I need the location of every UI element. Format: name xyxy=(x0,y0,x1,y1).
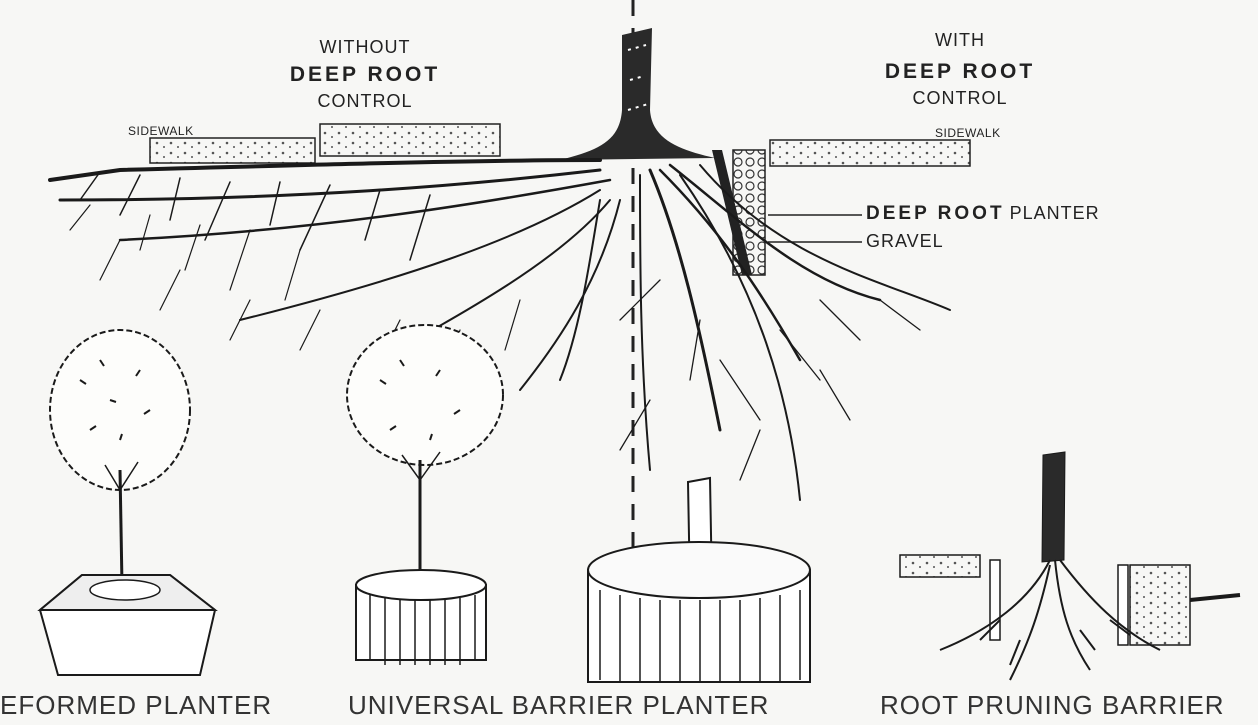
sidewalk-label-right: SIDEWALK xyxy=(935,126,1001,140)
caption-universal-barrier-planter: UNIVERSAL BARRIER PLANTER xyxy=(348,690,769,721)
right-heading-line3: CONTROL xyxy=(890,88,1030,109)
planter-callout-rest: PLANTER xyxy=(1010,203,1100,223)
gravel-callout: GRAVEL xyxy=(866,231,944,252)
preformed-planter-illustration xyxy=(40,330,215,675)
right-heading-line2: DEEP ROOT xyxy=(845,60,1075,84)
left-sidewalk xyxy=(150,124,500,163)
root-pruning-barrier-illustration xyxy=(900,452,1240,680)
planter-callout: DEEP ROOT PLANTER xyxy=(866,203,1100,225)
universal-barrier-planter-illustration xyxy=(347,325,503,665)
right-heading-line1: WITH xyxy=(890,30,1030,51)
deep-root-planter xyxy=(712,150,765,275)
right-sidewalk xyxy=(770,140,970,166)
sidewalk-label-left: SIDEWALK xyxy=(128,124,194,138)
left-heading-line2: DEEP ROOT xyxy=(250,63,480,87)
left-heading-line3: CONTROL xyxy=(290,91,440,112)
caption-root-pruning-barrier: ROOT PRUNING BARRIER xyxy=(880,690,1225,721)
planter-callout-bold: DEEP ROOT xyxy=(866,203,1005,224)
caption-preformed-planter: EFORMED PLANTER xyxy=(0,690,272,721)
large-barrier-planter-illustration xyxy=(588,478,810,682)
main-tree-trunk xyxy=(560,28,715,160)
left-heading-line1: WITHOUT xyxy=(290,37,440,58)
